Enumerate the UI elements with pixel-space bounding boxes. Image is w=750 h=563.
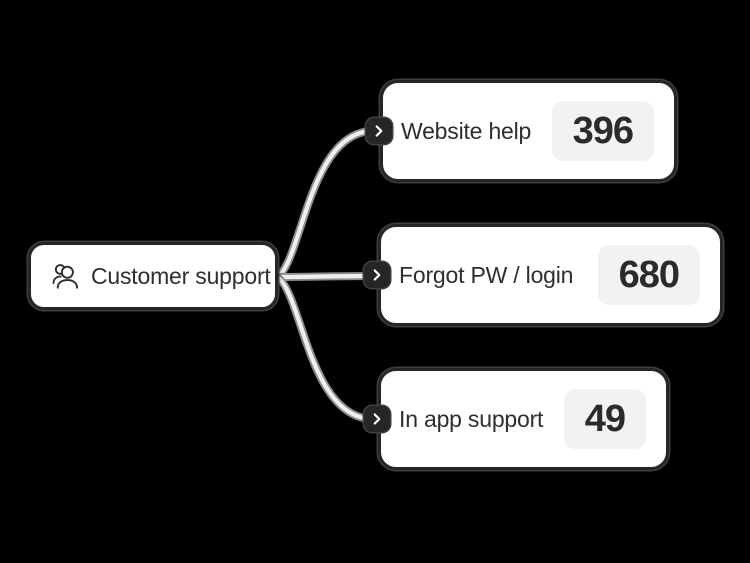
connector-root-to-in-app xyxy=(273,273,374,423)
connector-root-to-website-help xyxy=(273,127,374,281)
branch-toggle-in-app[interactable] xyxy=(364,406,390,432)
count-badge: 680 xyxy=(597,245,700,305)
branch-toggle-forgot-pw[interactable] xyxy=(364,262,390,288)
chevron-right-icon xyxy=(370,122,388,140)
users-icon xyxy=(49,261,79,291)
node-label: Customer support xyxy=(91,262,271,289)
node-label: Forgot PW / login xyxy=(399,261,574,288)
branch-toggle-website-help[interactable] xyxy=(366,118,392,144)
node-label: Website help xyxy=(401,117,532,144)
node-in-app-support[interactable]: In app support 49 xyxy=(378,368,669,470)
node-customer-support[interactable]: Customer support xyxy=(28,242,278,310)
node-website-help[interactable]: Website help 396 xyxy=(380,80,677,182)
node-forgot-pw-login[interactable]: Forgot PW / login 680 xyxy=(378,224,723,326)
chevron-right-icon xyxy=(368,410,386,428)
chevron-right-icon xyxy=(368,266,386,284)
count-badge: 396 xyxy=(551,101,654,161)
count-badge: 49 xyxy=(563,389,646,449)
node-label: In app support xyxy=(399,405,544,432)
connector-root-to-forgot-pw xyxy=(273,272,374,281)
